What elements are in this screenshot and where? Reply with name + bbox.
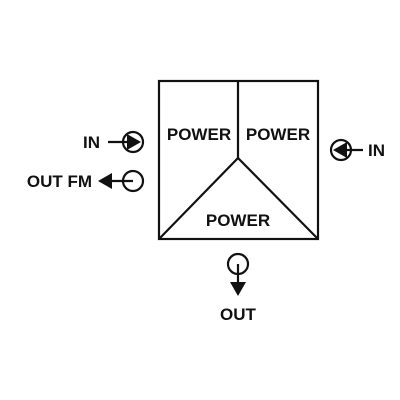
input-arrow-icon <box>329 138 363 162</box>
power-block: POWER POWER POWER <box>157 79 320 241</box>
section-label-bottom: POWER <box>206 211 270 230</box>
port-left-in-label: IN <box>83 133 100 152</box>
port-left-in: IN <box>83 130 145 154</box>
section-label-top-left: POWER <box>167 125 231 144</box>
port-right-in: IN <box>329 138 385 162</box>
output-arrow-icon <box>98 169 145 193</box>
port-right-in-label: IN <box>368 141 385 160</box>
port-bottom-out-label: OUT <box>220 305 257 324</box>
port-bottom-out: OUT <box>220 252 257 324</box>
port-left-out-fm: OUT FM <box>27 169 145 193</box>
port-left-out-fm-label: OUT FM <box>27 172 92 191</box>
block-divider-left-diagonal <box>158 157 239 240</box>
block-divider-right-diagonal <box>237 157 319 240</box>
input-arrow-icon <box>108 130 145 154</box>
output-arrow-down-icon <box>226 252 250 296</box>
section-label-top-right: POWER <box>246 125 310 144</box>
